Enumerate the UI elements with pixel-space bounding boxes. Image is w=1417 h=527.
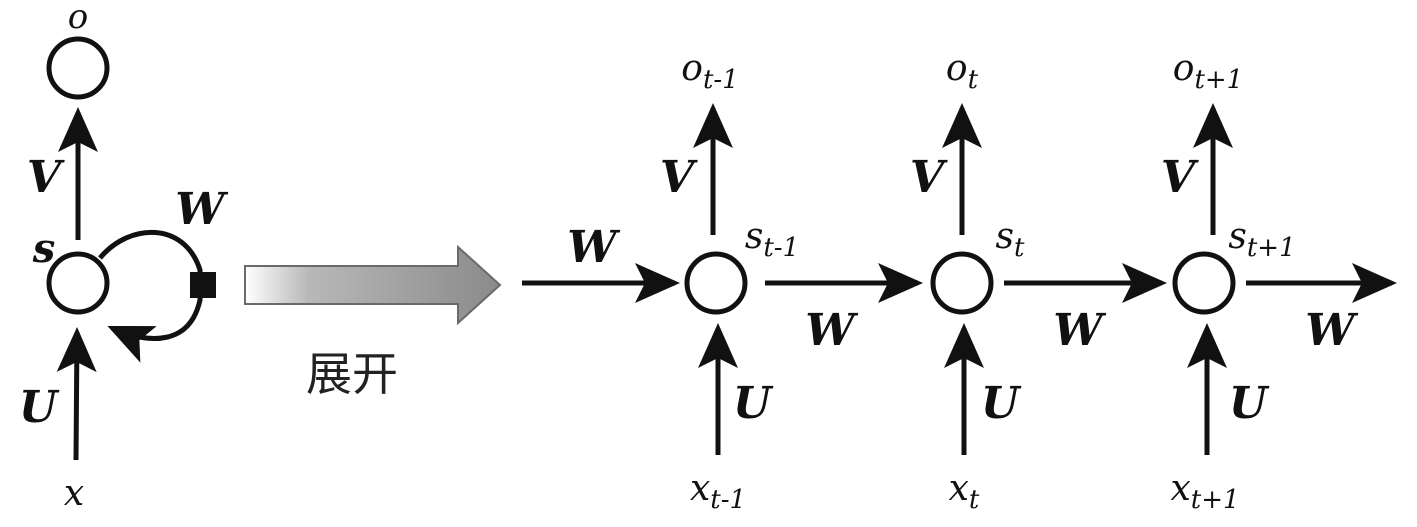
folded-state-node — [46, 251, 110, 315]
U-label: U — [981, 378, 1022, 429]
unroll-arrow: 展开 — [244, 244, 502, 401]
time-step-t: ot V st W U xt — [910, 48, 1167, 515]
folded-input-label: x — [64, 473, 84, 514]
W-label: W — [1053, 305, 1107, 356]
folded-output-node — [46, 36, 110, 100]
folded-W-loop-arrow — [98, 229, 203, 363]
folded-state-label: s — [32, 225, 56, 272]
state-node — [1172, 251, 1236, 315]
delay-square-icon — [190, 272, 216, 298]
V-label: V — [660, 152, 698, 203]
state-label: st+1 — [1228, 216, 1295, 263]
U-label: U — [733, 378, 774, 429]
unroll-label: 展开 — [306, 347, 398, 401]
folded-rnn: o V s W U x — [19, 0, 229, 514]
output-label: ot-1 — [681, 48, 738, 95]
folded-U-arrow — [56, 327, 97, 461]
state-node — [684, 251, 748, 315]
folded-W-label: W — [175, 184, 229, 235]
V-label: V — [1161, 152, 1199, 203]
time-step-t-plus-1: ot+1 V st+1 W U xt+1 — [1161, 48, 1397, 515]
output-label: ot+1 — [1173, 48, 1243, 95]
state-node — [930, 251, 994, 315]
unroll-arrow-icon — [244, 244, 502, 326]
input-label: xt+1 — [1170, 468, 1239, 515]
unrolled-rnn: W ot-1 V st-1 W U xt-1 ot V st W U xt — [522, 48, 1397, 515]
W-label: W — [1305, 305, 1359, 356]
folded-U-label: U — [19, 382, 60, 433]
input-label: xt-1 — [690, 468, 746, 515]
state-label: st — [996, 216, 1025, 263]
output-label: ot — [946, 48, 979, 95]
state-label: st-1 — [745, 216, 799, 263]
V-label: V — [910, 152, 948, 203]
input-label: xt — [949, 468, 980, 515]
folded-V-label: V — [27, 152, 65, 203]
incoming-W-label: W — [567, 222, 621, 273]
folded-output-label: o — [68, 0, 88, 37]
W-label: W — [805, 305, 859, 356]
time-step-t-minus-1: ot-1 V st-1 W U xt-1 — [660, 48, 923, 515]
U-label: U — [1229, 378, 1270, 429]
